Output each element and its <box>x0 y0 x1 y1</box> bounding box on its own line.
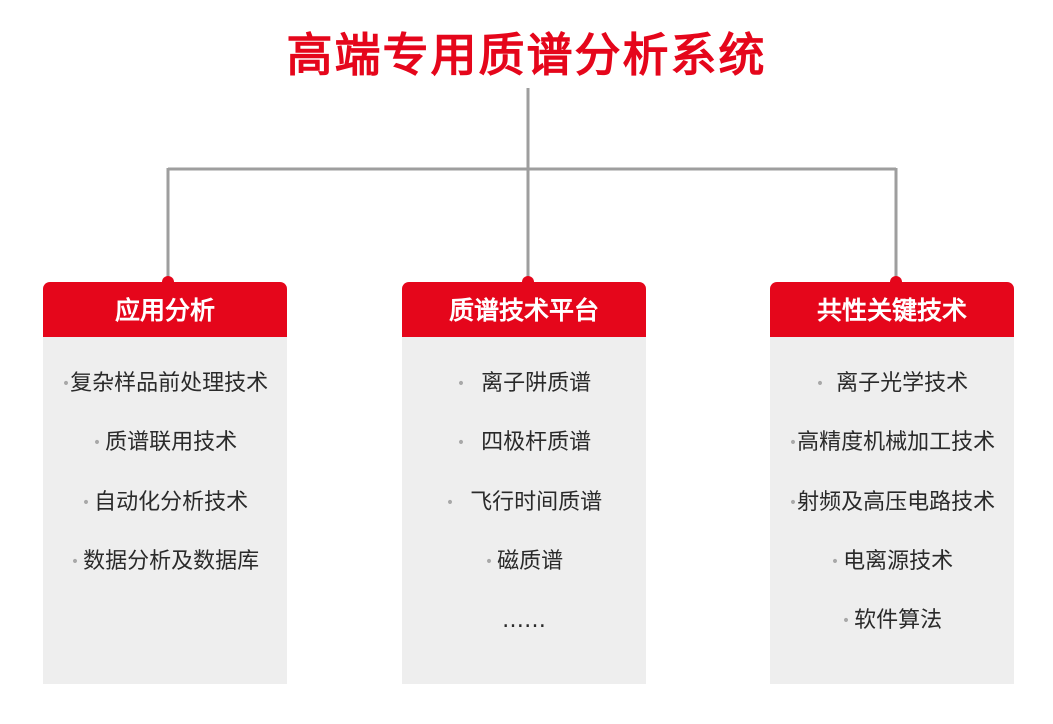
bullet-icon: • <box>456 376 466 392</box>
bullet-icon: • <box>830 553 840 570</box>
list-item-ellipsis: …… <box>402 608 646 667</box>
bullet-icon: • <box>456 435 466 452</box>
list-item-label: 质谱联用技术 <box>105 430 238 456</box>
bullet-icon: • <box>788 435 798 452</box>
column-header: 应用分析 <box>43 282 287 337</box>
list-item-label: 高精度机械加工技术 <box>797 430 996 456</box>
page-title: 高端专用质谱分析系统 <box>286 28 767 82</box>
list-item: • 射频及高压电路技术 <box>770 490 1014 549</box>
column-key-technologies: 共性关键技术 • 离子光学技术 • 高精度机械加工技术 • 射频及高压电路技术 … <box>770 282 1014 684</box>
list-item: • 高精度机械加工技术 <box>770 430 1014 489</box>
list-item: • 磁质谱 <box>402 549 646 608</box>
list-item-label: 飞行时间质谱 <box>470 489 603 515</box>
column-application-analysis: 应用分析 • 复杂样品前处理技术 • 质谱联用技术 • 自动化分析技术 • 数据… <box>43 282 287 684</box>
list-item-label: 电离源技术 <box>843 548 954 574</box>
list-item-label: 数据分析及数据库 <box>83 548 260 574</box>
bullet-icon: • <box>841 613 851 630</box>
bullet-icon: • <box>81 494 91 511</box>
list-item-label: …… <box>502 608 546 634</box>
list-item-label: 复杂样品前处理技术 <box>70 371 269 396</box>
list-item-label: 离子光学技术 <box>836 371 969 396</box>
list-item: • 飞行时间质谱 <box>402 490 646 549</box>
list-item: • 软件算法 <box>770 608 1014 667</box>
list-item: • 离子阱质谱 <box>402 371 646 430</box>
list-item: • 复杂样品前处理技术 <box>43 371 287 430</box>
column-ms-platform: 质谱技术平台 • 离子阱质谱 • 四极杆质谱 • 飞行时间质谱 • 磁质谱 …… <box>402 282 646 684</box>
bullet-icon: • <box>92 435 102 452</box>
list-item: • 离子光学技术 <box>770 371 1014 430</box>
bullet-icon: • <box>445 494 455 511</box>
list-item: • 四极杆质谱 <box>402 430 646 489</box>
list-item-label: 离子阱质谱 <box>481 371 592 396</box>
column-header: 共性关键技术 <box>770 282 1014 337</box>
column-body: • 离子阱质谱 • 四极杆质谱 • 飞行时间质谱 • 磁质谱 …… <box>402 337 646 684</box>
list-item-label: 四极杆质谱 <box>481 430 592 456</box>
bullet-icon: • <box>70 553 80 570</box>
column-header: 质谱技术平台 <box>402 282 646 337</box>
bullet-icon: • <box>484 553 494 570</box>
list-item: • 自动化分析技术 <box>43 490 287 549</box>
column-body: • 离子光学技术 • 高精度机械加工技术 • 射频及高压电路技术 • 电离源技术… <box>770 337 1014 684</box>
list-item-label: 自动化分析技术 <box>94 489 249 515</box>
column-body: • 复杂样品前处理技术 • 质谱联用技术 • 自动化分析技术 • 数据分析及数据… <box>43 337 287 684</box>
list-item-label: 软件算法 <box>854 608 943 634</box>
list-item-label: 射频及高压电路技术 <box>797 489 996 515</box>
list-item-label: 磁质谱 <box>497 548 564 574</box>
bullet-icon: • <box>61 376 71 392</box>
list-item: • 电离源技术 <box>770 549 1014 608</box>
list-item: • 数据分析及数据库 <box>43 549 287 608</box>
bullet-icon: • <box>788 494 798 511</box>
bullet-icon: • <box>815 376 825 392</box>
list-item: • 质谱联用技术 <box>43 430 287 489</box>
